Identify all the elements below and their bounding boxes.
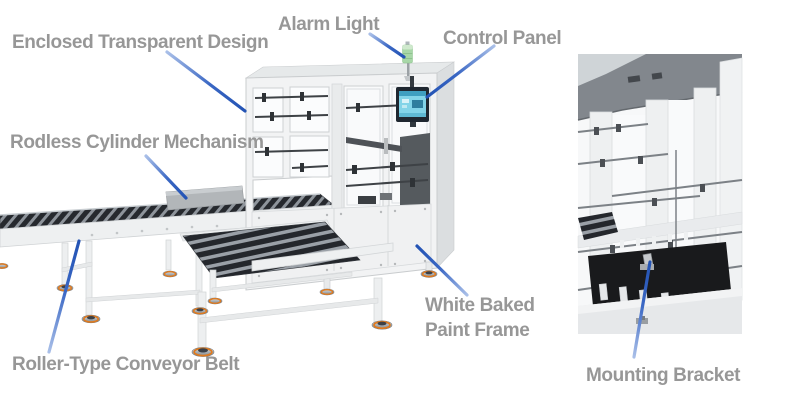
label-control-panel: Control Panel <box>443 28 562 49</box>
callout-line-alarm-light <box>368 32 406 59</box>
detail-photo <box>577 54 743 334</box>
label-mounting-bracket: Mounting Bracket <box>586 365 741 386</box>
callout-line-rodless-cylinder-mechanism <box>144 154 188 200</box>
callout-line-mounting-bracket <box>632 260 652 359</box>
label-enclosed-transparent-design: Enclosed Transparent Design <box>12 32 269 53</box>
main-photo <box>0 41 456 357</box>
control-panel-screen <box>396 76 429 127</box>
callout-line-white-baked-paint-frame <box>415 244 469 297</box>
rodless-cylinder-unit <box>165 185 245 211</box>
roller-conveyor-front <box>179 219 394 349</box>
callout-line-roller-type-conveyor-belt <box>47 239 81 354</box>
callout-lines <box>47 32 652 359</box>
label-alarm-light: Alarm Light <box>278 14 380 35</box>
leveling-feet <box>0 263 438 357</box>
callout-line-control-panel <box>425 44 496 99</box>
label-roller-type-conveyor-belt: Roller-Type Conveyor Belt <box>12 354 240 375</box>
label-rodless-cylinder-mechanism: Rodless Cylinder Mechanism <box>10 132 264 153</box>
callout-line-enclosed-transparent-design <box>165 50 247 113</box>
label-white-baked-paint-frame: White Baked Paint Frame <box>425 295 535 341</box>
